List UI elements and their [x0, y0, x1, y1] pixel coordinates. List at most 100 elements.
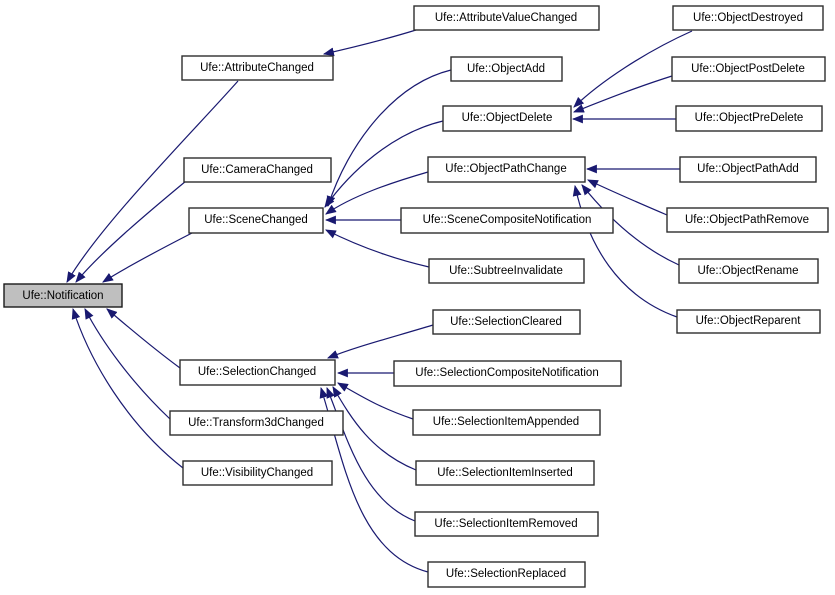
- node-label: Ufe::SelectionCleared: [450, 316, 562, 328]
- node-object-post-delete[interactable]: Ufe::ObjectPostDelete: [671, 56, 826, 82]
- node-object-path-add[interactable]: Ufe::ObjectPathAdd: [679, 156, 817, 183]
- edge-camera-changed-to-notification: [75, 180, 187, 283]
- node-box: [400, 207, 614, 234]
- node-selection-composite-notification[interactable]: Ufe::SelectionCompositeNotification: [393, 360, 622, 387]
- node-label: Ufe::CameraChanged: [201, 164, 313, 176]
- edge-attribute-changed-to-notification: [66, 80, 239, 283]
- node-scene-composite-notification[interactable]: Ufe::SceneCompositeNotification: [400, 207, 614, 234]
- edge-object-reparent-to-object-path-change: [572, 184, 678, 318]
- node-selection-replaced[interactable]: Ufe::SelectionReplaced: [427, 561, 586, 588]
- node-box: [181, 55, 334, 81]
- node-object-rename[interactable]: Ufe::ObjectRename: [678, 258, 819, 284]
- node-label: Ufe::SelectionItemInserted: [437, 467, 573, 479]
- node-box: [671, 56, 826, 82]
- node-box: [675, 105, 823, 132]
- node-label: Ufe::SelectionItemRemoved: [434, 518, 577, 530]
- node-label: Ufe::ObjectRename: [698, 265, 799, 277]
- edge-object-path-remove-to-object-path-change: [587, 179, 668, 216]
- node-label: Ufe::ObjectPathChange: [445, 163, 566, 175]
- node-label: Ufe::ObjectReparent: [696, 315, 802, 327]
- node-selection-item-appended[interactable]: Ufe::SelectionItemAppended: [412, 409, 601, 436]
- node-label: Ufe::SceneCompositeNotification: [423, 214, 592, 226]
- node-label: Ufe::ObjectPostDelete: [691, 63, 805, 75]
- edges-layer: [66, 29, 693, 573]
- node-label: Ufe::Transform3dChanged: [188, 417, 324, 429]
- edge-selection-changed-to-notification: [106, 308, 181, 369]
- node-object-pre-delete[interactable]: Ufe::ObjectPreDelete: [675, 105, 823, 132]
- node-box: [414, 511, 599, 537]
- node-label: Ufe::Notification: [22, 290, 103, 302]
- node-label: Ufe::VisibilityChanged: [201, 467, 313, 479]
- edge-object-delete-to-scene-changed: [324, 120, 444, 208]
- node-box: [182, 460, 333, 486]
- node-label: Ufe::ObjectAdd: [467, 63, 545, 75]
- node-label: Ufe::ObjectDestroyed: [693, 12, 803, 24]
- node-label: Ufe::AttributeChanged: [200, 62, 314, 74]
- node-visibility-changed[interactable]: Ufe::VisibilityChanged: [182, 460, 333, 486]
- edge-visibility-changed-to-notification: [71, 307, 184, 469]
- node-box: [169, 410, 344, 436]
- node-box: [678, 258, 819, 284]
- node-label: Ufe::SelectionChanged: [198, 366, 316, 378]
- node-box: [393, 360, 622, 387]
- edge-selection-item-appended-to-selection-changed: [337, 382, 414, 420]
- node-object-path-change[interactable]: Ufe::ObjectPathChange: [427, 156, 586, 183]
- node-label: Ufe::SelectionItemAppended: [433, 416, 579, 428]
- node-box: [179, 359, 336, 386]
- node-scene-changed[interactable]: Ufe::SceneChanged: [188, 207, 324, 234]
- node-box: [676, 309, 821, 334]
- node-notification[interactable]: Ufe::Notification: [3, 283, 123, 308]
- edge-object-path-change-to-scene-changed: [325, 171, 429, 215]
- node-label: Ufe::SceneChanged: [204, 214, 308, 226]
- node-object-reparent[interactable]: Ufe::ObjectReparent: [676, 309, 821, 334]
- node-box: [428, 258, 585, 284]
- node-box: [413, 5, 600, 31]
- node-camera-changed[interactable]: Ufe::CameraChanged: [183, 157, 332, 183]
- edge-object-destroyed-to-object-delete: [573, 30, 693, 108]
- edge-scene-changed-to-notification: [102, 232, 193, 283]
- node-label: Ufe::SelectionCompositeNotification: [415, 367, 598, 379]
- node-box: [3, 283, 123, 308]
- edge-selection-item-removed-to-selection-changed: [326, 386, 416, 522]
- node-label: Ufe::AttributeValueChanged: [435, 12, 577, 24]
- node-box: [188, 207, 324, 234]
- node-box: [679, 156, 817, 183]
- node-label: Ufe::ObjectPathAdd: [697, 163, 799, 175]
- node-box: [672, 5, 824, 31]
- node-label: Ufe::ObjectPreDelete: [695, 112, 804, 124]
- node-box: [412, 409, 601, 436]
- node-object-path-remove[interactable]: Ufe::ObjectPathRemove: [666, 207, 829, 233]
- node-transform3d-changed[interactable]: Ufe::Transform3dChanged: [169, 410, 344, 436]
- node-object-delete[interactable]: Ufe::ObjectDelete: [442, 105, 572, 132]
- edge-selection-item-inserted-to-selection-changed: [332, 386, 417, 471]
- node-box: [415, 460, 595, 486]
- node-selection-changed[interactable]: Ufe::SelectionChanged: [179, 359, 336, 386]
- node-box: [432, 309, 581, 335]
- edge-transform3d-changed-to-notification: [84, 308, 171, 420]
- node-selection-item-inserted[interactable]: Ufe::SelectionItemInserted: [415, 460, 595, 486]
- edge-attribute-value-changed-to-attribute-changed: [322, 29, 417, 57]
- node-box: [450, 56, 563, 82]
- node-label: Ufe::ObjectDelete: [462, 112, 553, 124]
- node-attribute-changed[interactable]: Ufe::AttributeChanged: [181, 55, 334, 81]
- edge-object-rename-to-object-path-change: [581, 184, 680, 266]
- node-box: [442, 105, 572, 132]
- node-object-destroyed[interactable]: Ufe::ObjectDestroyed: [672, 5, 824, 31]
- edge-object-add-to-scene-changed: [326, 69, 452, 208]
- edge-object-post-delete-to-object-delete: [572, 75, 673, 113]
- node-object-add[interactable]: Ufe::ObjectAdd: [450, 56, 563, 82]
- edge-subtree-invalidate-to-scene-changed: [325, 229, 430, 268]
- node-label: Ufe::SelectionReplaced: [446, 568, 566, 580]
- node-label: Ufe::SubtreeInvalidate: [449, 265, 563, 277]
- node-selection-item-removed[interactable]: Ufe::SelectionItemRemoved: [414, 511, 599, 537]
- edge-selection-cleared-to-selection-changed: [326, 324, 434, 359]
- node-attribute-value-changed[interactable]: Ufe::AttributeValueChanged: [413, 5, 600, 31]
- node-box: [427, 156, 586, 183]
- nodes-layer: Ufe::Notification Ufe::AttributeChanged …: [3, 5, 829, 588]
- node-box: [666, 207, 829, 233]
- node-subtree-invalidate[interactable]: Ufe::SubtreeInvalidate: [428, 258, 585, 284]
- node-selection-cleared[interactable]: Ufe::SelectionCleared: [432, 309, 581, 335]
- node-box: [183, 157, 332, 183]
